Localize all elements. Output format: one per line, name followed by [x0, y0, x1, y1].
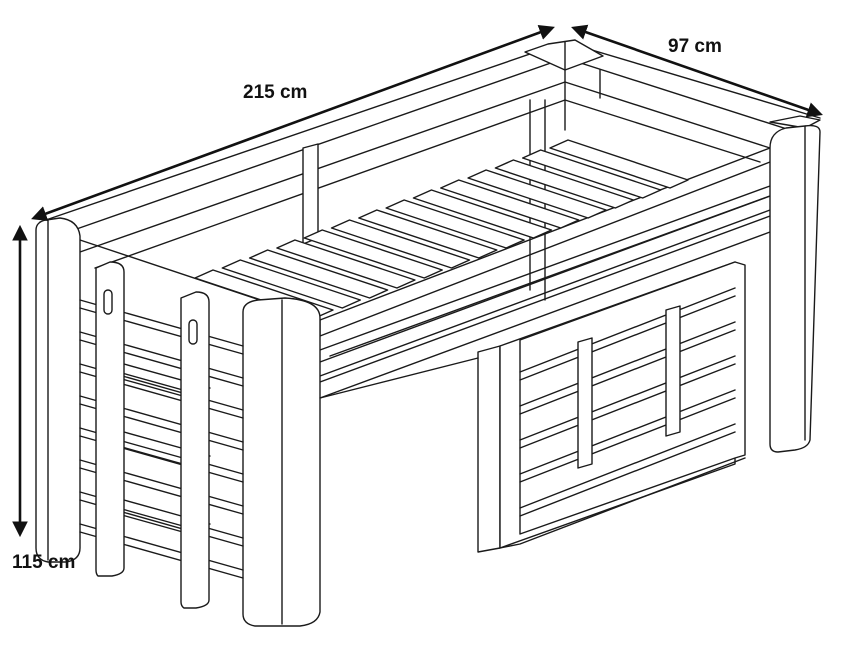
- front-shelf-rail: [319, 185, 771, 357]
- front-corner-post: [242, 297, 479, 627]
- playhouse-panel: [477, 261, 746, 553]
- ladder: [95, 261, 211, 609]
- depth-arrow: [571, 24, 823, 118]
- playhouse-board-edge: [519, 363, 736, 449]
- length-label: 215 cm: [243, 82, 307, 103]
- mattress-slats: [194, 139, 689, 319]
- slat: [221, 259, 362, 309]
- depth-label: 97 cm: [668, 36, 722, 57]
- dimension-arrows: [12, 24, 823, 538]
- playhouse-board: [519, 321, 736, 407]
- playhouse-board: [519, 423, 736, 509]
- height-label: 115 cm: [12, 552, 75, 573]
- playhouse-board-edge: [519, 295, 736, 381]
- playhouse-board-edge: [519, 329, 736, 415]
- playhouse-board-edge: [519, 431, 736, 517]
- playhouse-board: [519, 389, 736, 475]
- slat: [276, 239, 416, 289]
- playhouse-board: [519, 287, 736, 373]
- slat: [549, 139, 689, 189]
- slat: [303, 229, 443, 279]
- playhouse-board-edge: [519, 397, 736, 483]
- right-end-panel: [769, 124, 821, 453]
- length-arrow: [31, 24, 555, 222]
- slat: [330, 219, 471, 269]
- slat: [248, 249, 389, 299]
- playhouse-board: [519, 355, 736, 441]
